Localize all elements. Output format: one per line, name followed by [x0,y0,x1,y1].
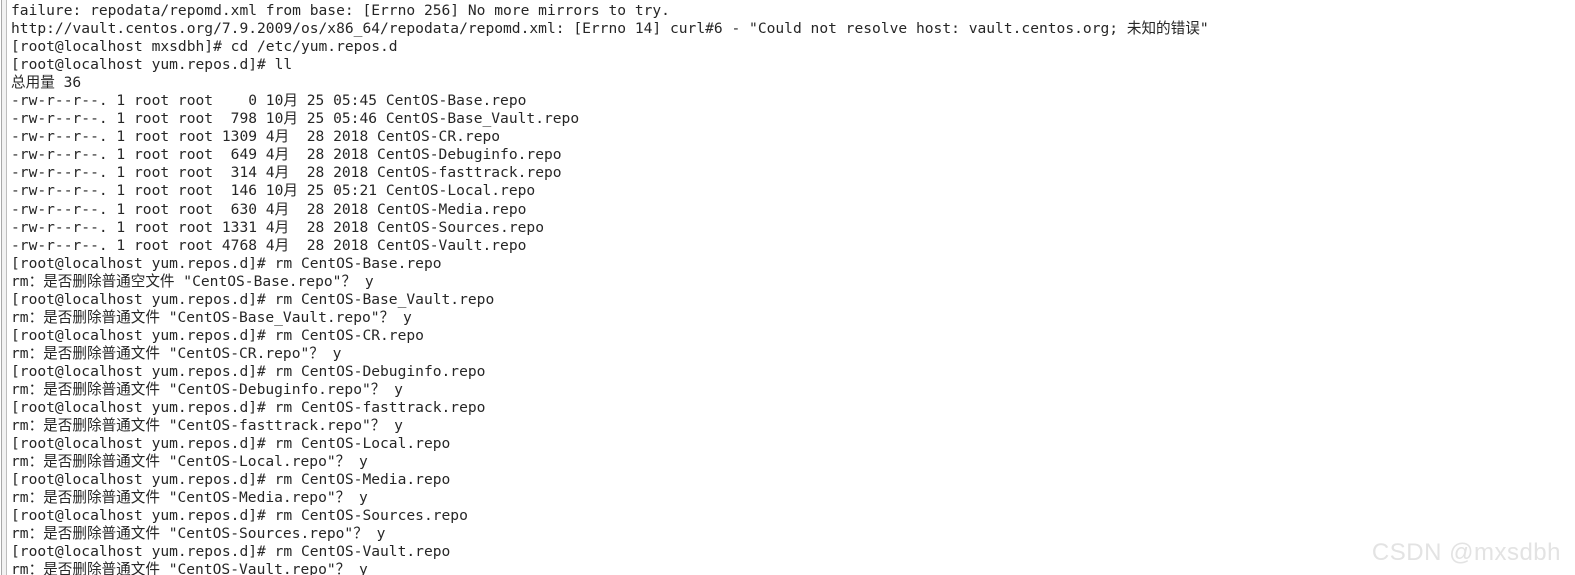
terminal-line: -rw-r--r--. 1 root root 630 4月 28 2018 C… [11,200,527,218]
terminal-line: -rw-r--r--. 1 root root 146 10月 25 05:21… [11,182,536,200]
terminal-line: -rw-r--r--. 1 root root 1331 4月 28 2018 … [11,218,544,236]
terminal-line: rm：是否删除普通文件 "CentOS-Media.repo"？ y [11,489,368,507]
terminal-line: [root@localhost yum.repos.d]# rm CentOS-… [11,435,451,453]
terminal-line: 总用量 36 [11,74,82,92]
terminal-line: rm：是否删除普通文件 "CentOS-Debuginfo.repo"？ y [11,380,403,398]
terminal-line: http://vault.centos.org/7.9.2009/os/x86_… [11,20,1209,38]
terminal-line: [root@localhost yum.repos.d]# rm CentOS-… [11,471,451,489]
terminal-line: -rw-r--r--. 1 root root 649 4月 28 2018 C… [11,146,562,164]
scrollbar-track[interactable] [2,0,6,575]
terminal-line: [root@localhost yum.repos.d]# rm CentOS-… [11,254,442,272]
terminal-line: -rw-r--r--. 1 root root 4768 4月 28 2018 … [11,236,527,254]
terminal-line: [root@localhost yum.repos.d]# rm CentOS-… [11,290,495,308]
scrollbar-track-left-edge [1,0,2,575]
terminal-line: rm：是否删除普通文件 "CentOS-Local.repo"？ y [11,453,368,471]
terminal-line: -rw-r--r--. 1 root root 798 10月 25 05:46… [11,110,580,128]
terminal-line: rm：是否删除普通空文件 "CentOS-Base.repo"？ y [11,272,374,290]
terminal-line: rm：是否删除普通文件 "CentOS-CR.repo"？ y [11,344,342,362]
terminal-line: rm：是否删除普通文件 "CentOS-Sources.repo"？ y [11,525,386,543]
terminal-line: rm：是否删除普通文件 "CentOS-Vault.repo"？ y [11,561,368,575]
terminal-line: [root@localhost mxsdbh]# cd /etc/yum.rep… [11,38,398,56]
terminal-line: [root@localhost yum.repos.d]# ll [11,56,293,74]
terminal-line: failure: repodata/repomd.xml from base: … [11,2,670,19]
terminal-line: [root@localhost yum.repos.d]# rm CentOS-… [11,362,486,380]
csdn-watermark: CSDN @mxsdbh [1371,539,1561,566]
terminal-line: rm：是否删除普通文件 "CentOS-Base_Vault.repo"？ y [11,308,412,326]
terminal-line: [root@localhost yum.repos.d]# rm CentOS-… [11,326,424,344]
scrollbar-track-right-edge [6,0,7,575]
terminal-line: [root@localhost yum.repos.d]# rm CentOS-… [11,507,468,525]
terminal-line: rm：是否删除普通文件 "CentOS-fasttrack.repo"？ y [11,417,403,435]
terminal-line: -rw-r--r--. 1 root root 1309 4月 28 2018 … [11,128,501,146]
terminal-line: [root@localhost yum.repos.d]# rm CentOS-… [11,543,451,561]
terminal-line: -rw-r--r--. 1 root root 0 10月 25 05:45 C… [11,92,527,110]
terminal-output[interactable]: failure: repodata/repomd.xml from base: … [11,2,1571,575]
terminal-line: -rw-r--r--. 1 root root 314 4月 28 2018 C… [11,164,562,182]
terminal-line: [root@localhost yum.repos.d]# rm CentOS-… [11,399,486,417]
